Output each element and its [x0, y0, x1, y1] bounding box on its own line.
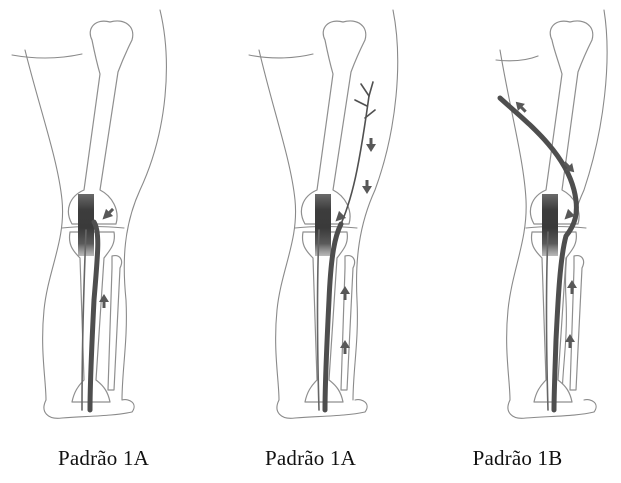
panel-caption: Padrão 1B	[414, 446, 621, 471]
hip-line	[12, 54, 82, 58]
leg-outline	[25, 50, 63, 400]
fibula	[108, 256, 122, 390]
leg-illustration	[414, 0, 621, 440]
reflux-band	[315, 194, 331, 256]
leg-panel-2: Padrão 1A	[207, 0, 414, 483]
hip-line	[249, 54, 313, 58]
flow-arrow	[366, 138, 376, 152]
fibula	[570, 256, 584, 390]
vein-branch	[361, 84, 369, 96]
vein-branch	[369, 82, 373, 96]
femur	[68, 21, 132, 224]
leg-panel-1: Padrão 1A	[0, 0, 207, 483]
leg-outline	[353, 10, 398, 400]
leg-illustration	[0, 0, 207, 440]
leg-outline	[122, 10, 166, 400]
leg-illustration	[207, 0, 414, 440]
flow-arrow	[362, 180, 372, 194]
femur	[530, 21, 592, 224]
leg-outline	[259, 50, 296, 400]
panel-caption: Padrão 1A	[207, 446, 414, 471]
hip-line	[496, 56, 538, 61]
panel-caption: Padrão 1A	[0, 446, 207, 471]
vein-branch	[355, 100, 367, 106]
fibula	[341, 256, 355, 390]
reflux-band	[542, 194, 558, 256]
leg-panel-3: Padrão 1B	[414, 0, 621, 483]
femur	[301, 21, 365, 224]
